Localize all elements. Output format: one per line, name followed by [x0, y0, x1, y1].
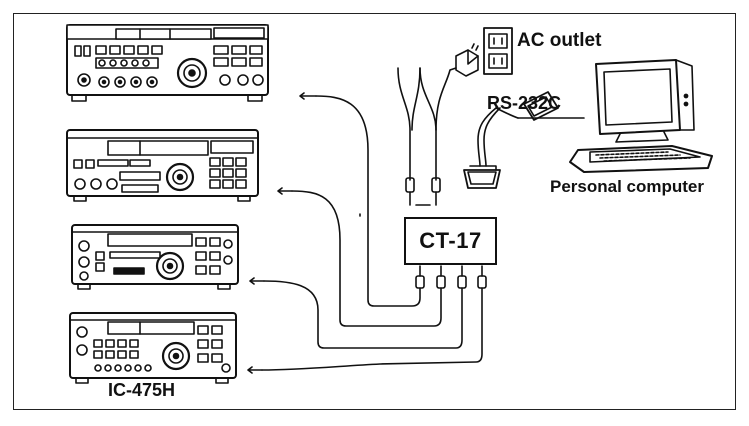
- transceiver-3-icon: [72, 225, 238, 289]
- personal-computer-label: Personal computer: [550, 177, 704, 197]
- ic475h-label: IC-475H: [108, 380, 175, 401]
- ct17-label: CT-17: [419, 228, 481, 254]
- transceiver-1-icon: [67, 25, 268, 101]
- transceiver-2-icon: [67, 130, 258, 201]
- ct17-interface-box: CT-17: [404, 217, 497, 265]
- ac-outlet-label: AC outlet: [517, 30, 601, 52]
- ac-adapter-icon: [456, 44, 478, 76]
- ac-outlet-icon: [484, 28, 512, 74]
- power-cable: [360, 68, 456, 216]
- personal-computer-icon: [570, 60, 712, 172]
- transceiver-4-icon: [70, 313, 236, 383]
- rs232c-label: RS-232C: [487, 93, 561, 114]
